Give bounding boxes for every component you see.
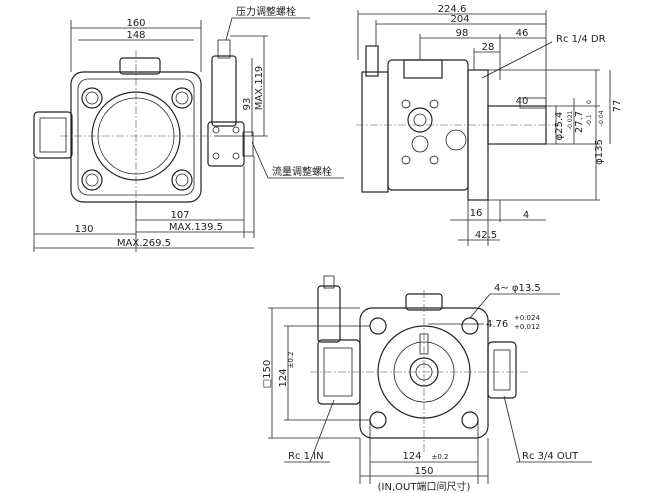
bottom-bolt-hole-bl: [369, 411, 387, 429]
dim-28: 28: [482, 42, 495, 53]
side-bolt-3: [401, 155, 411, 165]
dim-key-tol-lower: +0.012: [514, 323, 540, 331]
dim-tol-b: -0.1: [586, 114, 593, 126]
front-regulator-screw: [217, 39, 231, 59]
front-regulator-body: [211, 55, 237, 127]
dim-204: 204: [450, 14, 469, 25]
bottom-regulator-screw: [323, 275, 335, 289]
front-top-boss: [119, 57, 161, 75]
dim-shaft-135: φ135: [594, 139, 605, 165]
side-port-1-inner: [413, 113, 427, 127]
front-flow-bolt-3: [212, 152, 220, 160]
dim-h-150: 150: [414, 466, 433, 477]
dim-v-124: 124: [278, 368, 289, 387]
dim-h-124-tol: ±0.2: [432, 453, 449, 461]
dim-93: 93: [242, 98, 253, 111]
front-left-port-inner: [39, 117, 67, 153]
front-flow-bolt-2: [232, 126, 240, 134]
front-bolt-hole-br-inner: [175, 173, 189, 187]
bottom-view: 4~ φ13.5 4.76 +0.024 +0.012 □150 124 ±0.…: [262, 275, 592, 493]
label-flow-screw: 流量调整螺栓: [272, 165, 332, 178]
bottom-outlet-port-inner: [493, 349, 511, 391]
dim-shaft-27-7: 27.7: [574, 111, 585, 133]
front-bolt-hole-tr-inner: [175, 91, 189, 105]
dim-4: 4: [523, 210, 529, 221]
dim-40: 40: [516, 96, 529, 107]
dim-tol-d: -0.04: [598, 110, 605, 126]
dim-98: 98: [456, 28, 469, 39]
label-drain: Rc 1/4 DR: [556, 34, 606, 45]
side-bolt-1: [401, 99, 411, 109]
front-left-port: [33, 111, 73, 159]
front-bolt-hole-tl-inner: [85, 91, 99, 105]
dim-max-119: MAX.119: [254, 66, 265, 111]
dim-shaft-25-4: φ25.4: [554, 112, 565, 141]
front-flow-bolt-1: [212, 126, 220, 134]
dim-max-139-5: MAX.139.5: [169, 222, 223, 233]
dim-77: 77: [612, 100, 623, 113]
front-bolt-hole-tr: [171, 87, 193, 109]
bottom-bolt-hole-br: [461, 411, 479, 429]
side-port-3: [445, 129, 467, 151]
dim-max-269-5: MAX.269.5: [117, 238, 171, 249]
side-rear-body: [361, 71, 389, 193]
dim-224-6: 224.6: [438, 4, 467, 15]
label-pressure-screw: 压力调整螺栓: [236, 5, 296, 18]
front-bolt-hole-br: [171, 169, 193, 191]
dim-tol-c: 0: [586, 100, 593, 104]
dim-130: 130: [74, 224, 93, 235]
dim-v-124-tol: ±0.2: [287, 352, 295, 369]
side-port-1: [407, 107, 433, 133]
dim-key-4-76: 4.76: [486, 319, 508, 330]
front-bolt-hole-bl-inner: [85, 173, 99, 187]
dim-sq-150: □150: [262, 360, 273, 389]
dim-key-tol-upper: +0.024: [514, 314, 540, 322]
label-outlet: Rc 3/4 OUT: [522, 451, 579, 462]
side-top-boss: [403, 59, 443, 79]
side-view: 224.6 204 98 46 28 Rc 1/4 DR 40 φ25.4 -0…: [356, 4, 623, 246]
dim-tol-a: -0.021: [567, 110, 574, 130]
label-inlet: Rc 1 IN: [288, 451, 324, 462]
side-bolt-4: [429, 155, 439, 165]
bottom-bolt-hole-tl: [369, 317, 387, 335]
dim-42-5: 42.5: [475, 230, 497, 241]
dim-h-124: 124: [402, 451, 421, 462]
front-bolt-hole-bl: [81, 169, 103, 191]
caption-port-spacing: (IN,OUT端口间尺寸): [378, 480, 471, 493]
front-bolt-hole-tl: [81, 87, 103, 109]
dim-160: 160: [126, 18, 145, 29]
dim-16: 16: [470, 208, 483, 219]
dim-107: 107: [170, 210, 189, 221]
bottom-regulator: [317, 285, 341, 343]
dim-46: 46: [516, 28, 529, 39]
front-flow-block: [207, 121, 245, 167]
bottom-bolt-hole-tr: [461, 317, 479, 335]
side-flange: [467, 69, 489, 201]
side-regulator: [365, 45, 379, 77]
side-bolt-2: [429, 99, 439, 109]
dim-holes: 4~ φ13.5: [494, 283, 541, 294]
side-port-2: [411, 135, 429, 153]
dim-148: 148: [126, 30, 145, 41]
front-view: 160 148 93 MAX.119 107 MAX.139.5 130 MAX…: [33, 5, 344, 252]
bottom-outlet-port: [487, 341, 517, 399]
front-flow-bolt-4: [232, 152, 240, 160]
